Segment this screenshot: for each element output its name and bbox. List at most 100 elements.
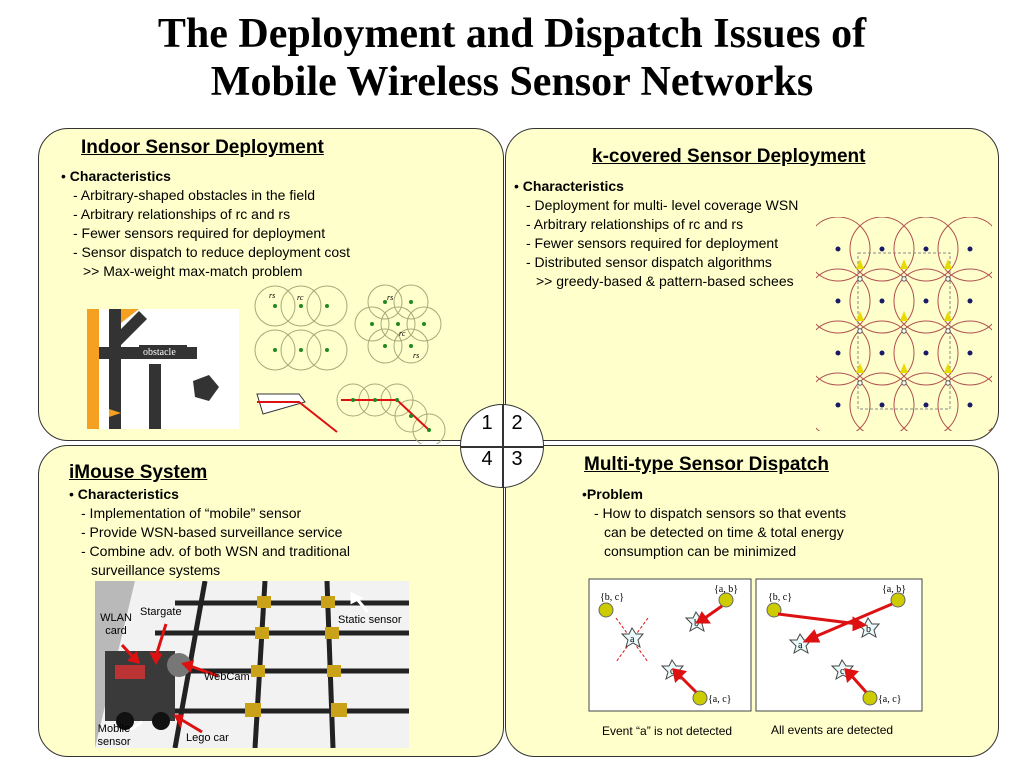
overlap-region	[900, 259, 908, 269]
coverage-circle	[849, 320, 915, 386]
sensor-dot	[879, 298, 885, 304]
photo-illustration	[95, 581, 409, 748]
list-item: - How to dispatch sensors so that events	[594, 505, 847, 521]
list-item-continued: surveillance systems	[91, 562, 221, 578]
extra-sensor	[857, 380, 863, 386]
sensor-ac-label: {a, c}	[708, 694, 731, 705]
sensor-dot	[835, 246, 841, 252]
characteristics-heading: Characteristics	[522, 178, 624, 194]
title-line-1: The Deployment and Dispatch Issues of	[157, 11, 867, 57]
path-pattern	[336, 383, 446, 444]
extra-sensor	[945, 380, 951, 386]
wlan-card-label: WLAN card	[100, 612, 132, 637]
sensor-dots	[273, 304, 329, 352]
coverage-circle	[816, 268, 871, 334]
wlan-card	[115, 665, 145, 679]
coverage-circle	[816, 217, 871, 282]
overlap-region	[856, 311, 864, 321]
sensor-bc	[598, 602, 614, 618]
sensor-dot	[967, 298, 973, 304]
extra-sensor	[901, 276, 907, 282]
quadrant-hub: 1 2 4 3	[460, 404, 544, 488]
overlap-region	[944, 363, 952, 373]
sensor-dot	[967, 350, 973, 356]
coverage-circle	[893, 217, 959, 282]
list-item: - Fewer sensors required for deployment	[526, 235, 779, 251]
imouse-photo	[95, 581, 409, 748]
extra-sensor	[901, 380, 907, 386]
overlap-region	[900, 363, 908, 373]
sensor-dot	[835, 350, 841, 356]
sensor-dot	[835, 298, 841, 304]
coverage-circle	[849, 372, 915, 431]
sensor-dot	[923, 246, 929, 252]
overlap-region	[856, 259, 864, 269]
rs-label-2: rs	[387, 293, 393, 302]
coverage-circle	[893, 268, 959, 334]
bullet: •	[69, 486, 78, 502]
obstacle-shape	[109, 309, 147, 429]
deployment-pattern-figures: rs rc rs rc rs	[254, 284, 446, 444]
panel-title: Indoor Sensor Deployment	[81, 137, 324, 158]
list-item: - Combine adv. of both WSN and tradition…	[81, 543, 350, 559]
list-item-continued: can be detected on time & total energy	[604, 524, 844, 540]
wheel	[152, 712, 170, 730]
obstacle-label: obstacle	[143, 347, 176, 358]
coverage-circle	[937, 268, 992, 334]
rc-label: rc	[297, 293, 304, 302]
coverage-circle	[893, 320, 959, 386]
problem-heading: Problem	[586, 486, 643, 502]
sensor-ac	[862, 690, 878, 706]
slide-title: The Deployment and Dispatch Issues of Mo…	[0, 10, 1024, 106]
sensor-bc	[766, 602, 782, 618]
extra-sensor	[857, 276, 863, 282]
list-item: - Deployment for multi- level coverage W…	[526, 197, 799, 213]
extra-sensor	[901, 328, 907, 334]
hub-number-4: 4	[481, 448, 493, 470]
sensor-dot	[923, 350, 929, 356]
obstacle-segment	[256, 393, 306, 415]
list-item: - Implementation of “mobile” sensor	[81, 505, 302, 521]
hexagonal-pattern	[354, 284, 442, 364]
rs-label: rs	[269, 291, 275, 300]
field-border-orange	[87, 309, 99, 429]
list-item: - Fewer sensors required for deployment	[73, 225, 326, 241]
orange-region	[109, 409, 121, 417]
list-subitem: >> greedy-based & pattern-based schees	[536, 273, 794, 289]
event-c-label: c	[670, 666, 675, 677]
bullet: •	[582, 486, 587, 502]
characteristics-heading: Characteristics	[77, 486, 179, 502]
dispatch-diagrams: a b c {b, c} {a, b} {a, c} a b c {b, c} …	[588, 578, 923, 712]
hub-divider-v	[502, 405, 504, 487]
characteristics-list: • Characteristics - Arbitrary-shaped obs…	[61, 167, 350, 281]
extra-sensor	[945, 276, 951, 282]
coverage-circle	[937, 217, 992, 282]
coverage-circle	[849, 268, 915, 334]
list-item-continued: consumption can be minimized	[604, 543, 797, 559]
panel-title: iMouse System	[69, 462, 208, 483]
right-diagram: a b c {b, c} {a, b} {a, c}	[766, 584, 906, 706]
problem-list: •Problem - How to dispatch sensors so th…	[582, 485, 846, 561]
sensor-bc-label: {b, c}	[600, 592, 624, 603]
event-a-label: a	[630, 634, 635, 645]
list-item: - Distributed sensor dispatch algorithms	[526, 254, 772, 270]
coverage-circle	[937, 320, 992, 386]
characteristics-list: • Characteristics - Implementation of “m…	[69, 485, 350, 580]
dispatch-arrow	[777, 612, 859, 626]
sensor-dot	[967, 246, 973, 252]
caption-right: All events are detected	[771, 723, 894, 737]
coverage-circle	[849, 217, 915, 282]
sensor-ab-label: {a, b}	[882, 584, 906, 595]
coverage-circle	[816, 372, 871, 431]
obstacle-shape	[149, 364, 161, 429]
event-a-label: a	[798, 640, 803, 651]
path-line	[341, 399, 430, 431]
sensor-dot	[835, 402, 841, 408]
list-item: - Arbitrary relationships of rc and rs	[526, 216, 744, 232]
square-pattern	[254, 285, 348, 371]
coverage-circle	[937, 372, 992, 431]
hub-number-3: 3	[511, 448, 523, 470]
bullet: •	[61, 168, 70, 184]
webcam	[167, 653, 191, 677]
overlap-region	[856, 363, 864, 373]
